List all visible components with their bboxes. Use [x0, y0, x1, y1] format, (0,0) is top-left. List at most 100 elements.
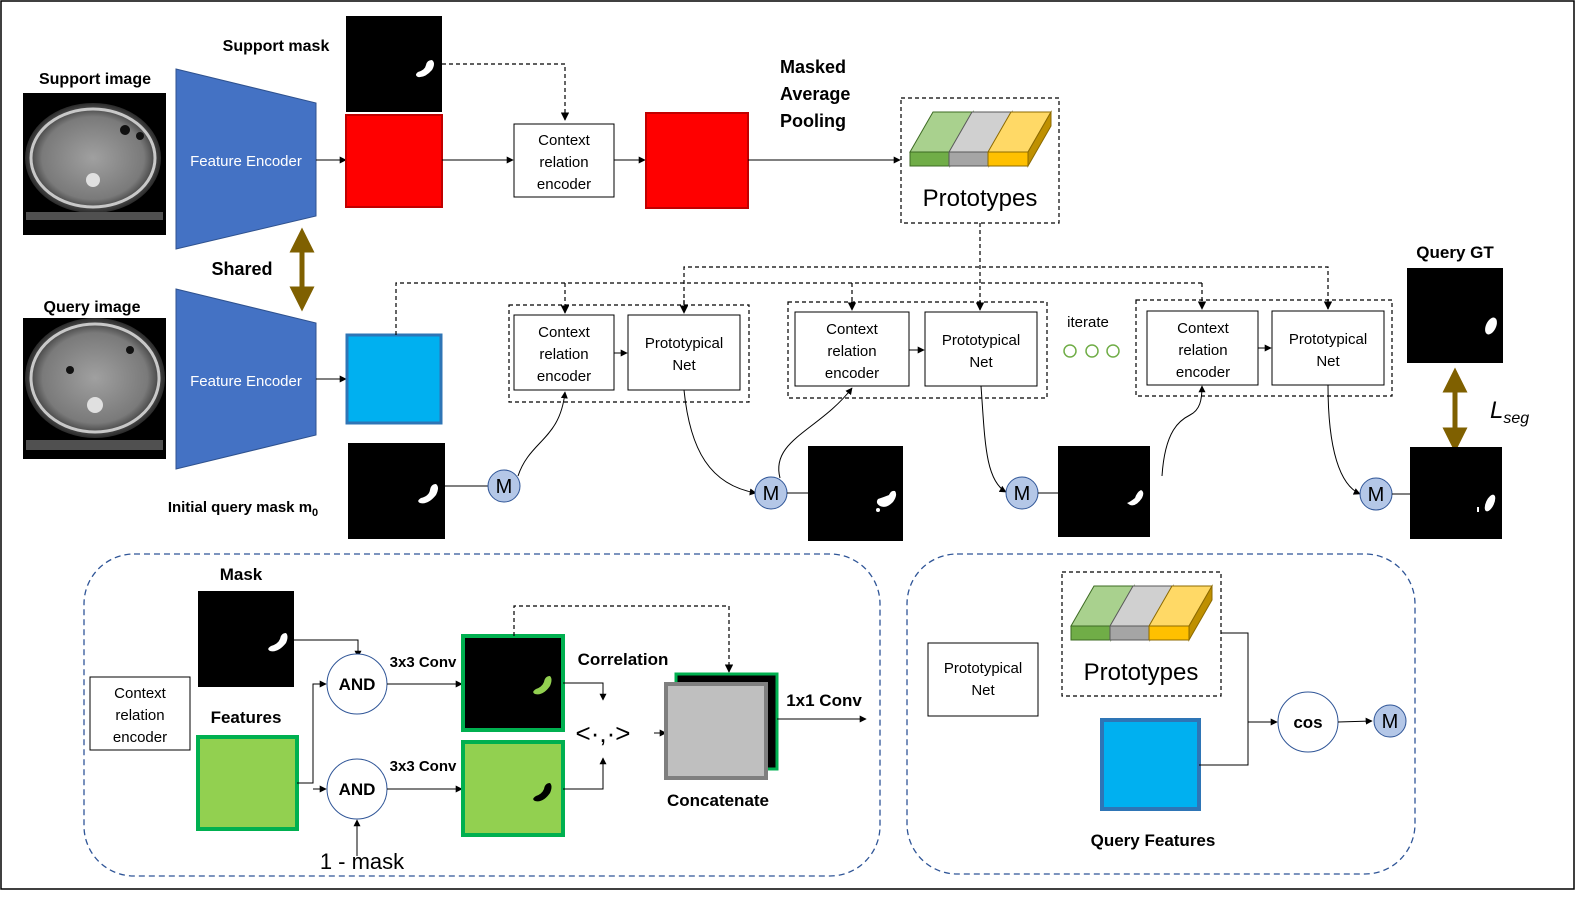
svg-text:encoder: encoder	[113, 729, 167, 746]
initial-query-mask-label: Initial query mask m0	[168, 499, 318, 519]
query-gt-mask	[1407, 268, 1503, 363]
and-node-2: AND	[326, 758, 388, 820]
svg-text:Context: Context	[538, 324, 591, 341]
lseg-label: Lseg	[1490, 397, 1529, 427]
skip-dashed-arrow	[513, 605, 734, 673]
svg-text:M: M	[1368, 484, 1385, 506]
iter2-context-relation-encoder: Context relation encoder	[794, 311, 910, 387]
iteration-block-1	[508, 304, 750, 403]
support-mask-label: Support mask	[223, 38, 330, 55]
context-encoder-detail-panel	[83, 553, 881, 877]
iter3-prototypical-net: Prototypical Net	[1271, 310, 1385, 386]
svg-text:AND: AND	[339, 780, 376, 799]
cos-node: cos	[1277, 691, 1339, 753]
predicted-mask-1	[808, 446, 903, 541]
initial-query-mask	[348, 443, 445, 539]
final-predicted-mask	[1410, 447, 1502, 539]
m-node-2: M	[754, 476, 788, 510]
support-mask-image	[346, 16, 442, 112]
mask-to-and-arrow	[294, 639, 362, 658]
concatenated-feature-stack	[664, 672, 779, 780]
support-mask-dashed-arrow	[442, 63, 570, 121]
support-feature-map	[345, 114, 443, 208]
iter1-context-relation-encoder: Context relation encoder	[513, 314, 615, 391]
query-features-label: Query Features	[1091, 831, 1216, 850]
bg-to-corr-arrow	[563, 757, 607, 790]
iter2-prototypical-net: Prototypical Net	[924, 311, 1038, 387]
svg-text:M: M	[496, 476, 513, 498]
features-label: Features	[211, 708, 282, 727]
svg-text:Context: Context	[538, 132, 591, 149]
m-node-3: M	[1005, 476, 1039, 510]
mask-label: Mask	[220, 565, 263, 584]
iter3-context-relation-encoder: Context relation encoder	[1146, 310, 1259, 386]
svg-text:Prototypes: Prototypes	[1084, 659, 1199, 686]
svg-text:encoder: encoder	[1176, 364, 1230, 381]
svg-text:Net: Net	[672, 357, 696, 374]
prototype-yellow-icon	[987, 110, 1052, 168]
svg-text:Context: Context	[114, 685, 167, 702]
predicted-mask-2	[1058, 446, 1150, 537]
dashed-distribution-lines	[395, 223, 1333, 335]
m1-to-cre-curve	[517, 391, 568, 477]
svg-text:Net: Net	[1316, 353, 1340, 370]
svg-text:relation: relation	[539, 346, 588, 363]
fg-to-corr-arrow	[563, 682, 607, 701]
one-minus-mask-label: 1 - mask	[320, 849, 405, 874]
svg-text:relation: relation	[115, 707, 164, 724]
query-encoder-label: Feature Encoder	[190, 373, 302, 390]
detail-mask-image	[198, 591, 294, 687]
conv1-label: 1x1 Conv	[786, 691, 862, 710]
svg-text:M: M	[763, 483, 780, 505]
svg-text:Prototypical: Prototypical	[1289, 331, 1367, 348]
detail-prototypes-box: Prototypes	[1061, 571, 1222, 697]
shared-label: Shared	[211, 259, 272, 279]
and-node-1: AND	[326, 653, 388, 715]
svg-text:Pooling: Pooling	[780, 111, 846, 131]
pn1-to-m2-curve	[683, 389, 757, 496]
query-feature-encoder	[175, 288, 317, 470]
m-node-1: M	[487, 469, 521, 503]
query-image-label: Query image	[44, 299, 141, 316]
svg-text:Prototypical: Prototypical	[944, 660, 1022, 677]
query-feature-map	[345, 333, 443, 425]
support-feature-encoder	[175, 68, 317, 250]
svg-text:encoder: encoder	[825, 365, 879, 382]
foreground-feature-map	[461, 634, 565, 732]
svg-text:Net: Net	[971, 682, 995, 699]
detail-prototype-yellow-icon	[1148, 584, 1213, 642]
svg-text:cos: cos	[1293, 713, 1322, 732]
svg-text:Masked: Masked	[780, 57, 846, 77]
svg-text:encoder: encoder	[537, 368, 591, 385]
pn3-to-m4-curve	[1327, 384, 1361, 495]
svg-text:relation: relation	[827, 343, 876, 360]
correlation-label: Correlation	[578, 650, 669, 669]
query-ct-image	[23, 318, 166, 459]
m-node-4: M	[1359, 477, 1393, 511]
prototypical-net-detail-panel	[906, 553, 1416, 875]
conv3-label-2: 3x3 Conv	[390, 758, 457, 775]
features-to-and1-arrow	[297, 680, 327, 784]
conv3-label-1: 3x3 Conv	[390, 654, 457, 671]
svg-text:encoder: encoder	[537, 176, 591, 193]
iterate-dots	[1063, 344, 1120, 358]
iteration-block-2	[787, 301, 1048, 399]
iterate-label: iterate	[1067, 314, 1109, 331]
support-image-label: Support image	[39, 71, 151, 88]
cos-to-m-arrow	[1337, 717, 1373, 725]
support-ct-image	[23, 93, 166, 235]
pn2-to-m3-curve	[980, 385, 1007, 493]
support-encoder-label: Feature Encoder	[190, 153, 302, 170]
detail-m-node: M	[1373, 704, 1407, 738]
svg-text:Context: Context	[826, 321, 879, 338]
detail-context-relation-encoder: Context relation encoder	[89, 676, 191, 751]
svg-text:relation: relation	[539, 154, 588, 171]
correlation-symbol: <·,·>	[576, 718, 631, 748]
concatenate-label: Concatenate	[667, 791, 769, 810]
iter1-prototypical-net: Prototypical Net	[627, 314, 741, 391]
svg-text:Prototypical: Prototypical	[942, 332, 1020, 349]
svg-text:M: M	[1382, 711, 1399, 733]
background-feature-map	[461, 740, 565, 837]
